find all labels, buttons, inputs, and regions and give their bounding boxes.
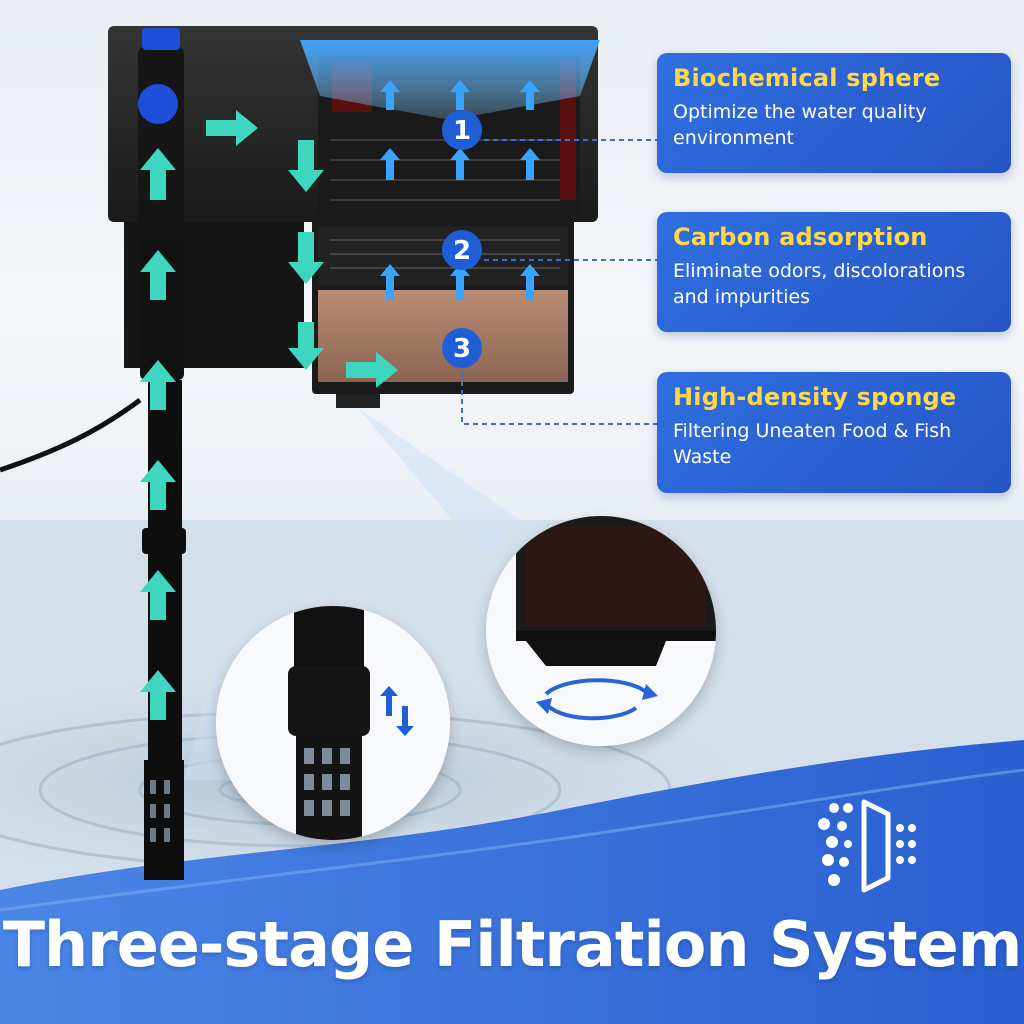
- adjust-arrows-icon: [380, 686, 414, 736]
- outlet-closeup-inset: [486, 516, 716, 746]
- feature-description: Filtering Uneaten Food & Fish Waste: [673, 420, 952, 468]
- feature-title: High-density sponge: [673, 383, 957, 411]
- filter-logo-icon: [818, 799, 916, 893]
- feature-title: Carbon adsorption: [673, 223, 928, 251]
- feature-title: Biochemical sphere: [673, 64, 941, 92]
- flow-arrow-icon: [140, 110, 398, 720]
- feature-card-biochemical-sphere: Biochemical sphere Optimize the water qu…: [657, 53, 1011, 173]
- stage-2-number: 2: [453, 236, 471, 266]
- stage-1-number: 1: [453, 116, 471, 146]
- feature-description: Eliminate odors, discolorations and impu…: [673, 260, 966, 308]
- rotate-arrows-icon: [536, 678, 658, 721]
- bottom-band: [0, 740, 1024, 1024]
- feature-card-carbon-adsorption: Carbon adsorption Eliminate odors, disco…: [657, 212, 1011, 332]
- headline: Three-stage Filtration System: [2, 908, 1023, 981]
- intake-closeup-inset: [216, 606, 450, 840]
- feature-description: Optimize the water quality environment: [673, 101, 927, 149]
- stage-3-number: 3: [453, 334, 471, 364]
- feature-card-high-density-sponge: High-density sponge Filtering Uneaten Fo…: [657, 372, 1011, 493]
